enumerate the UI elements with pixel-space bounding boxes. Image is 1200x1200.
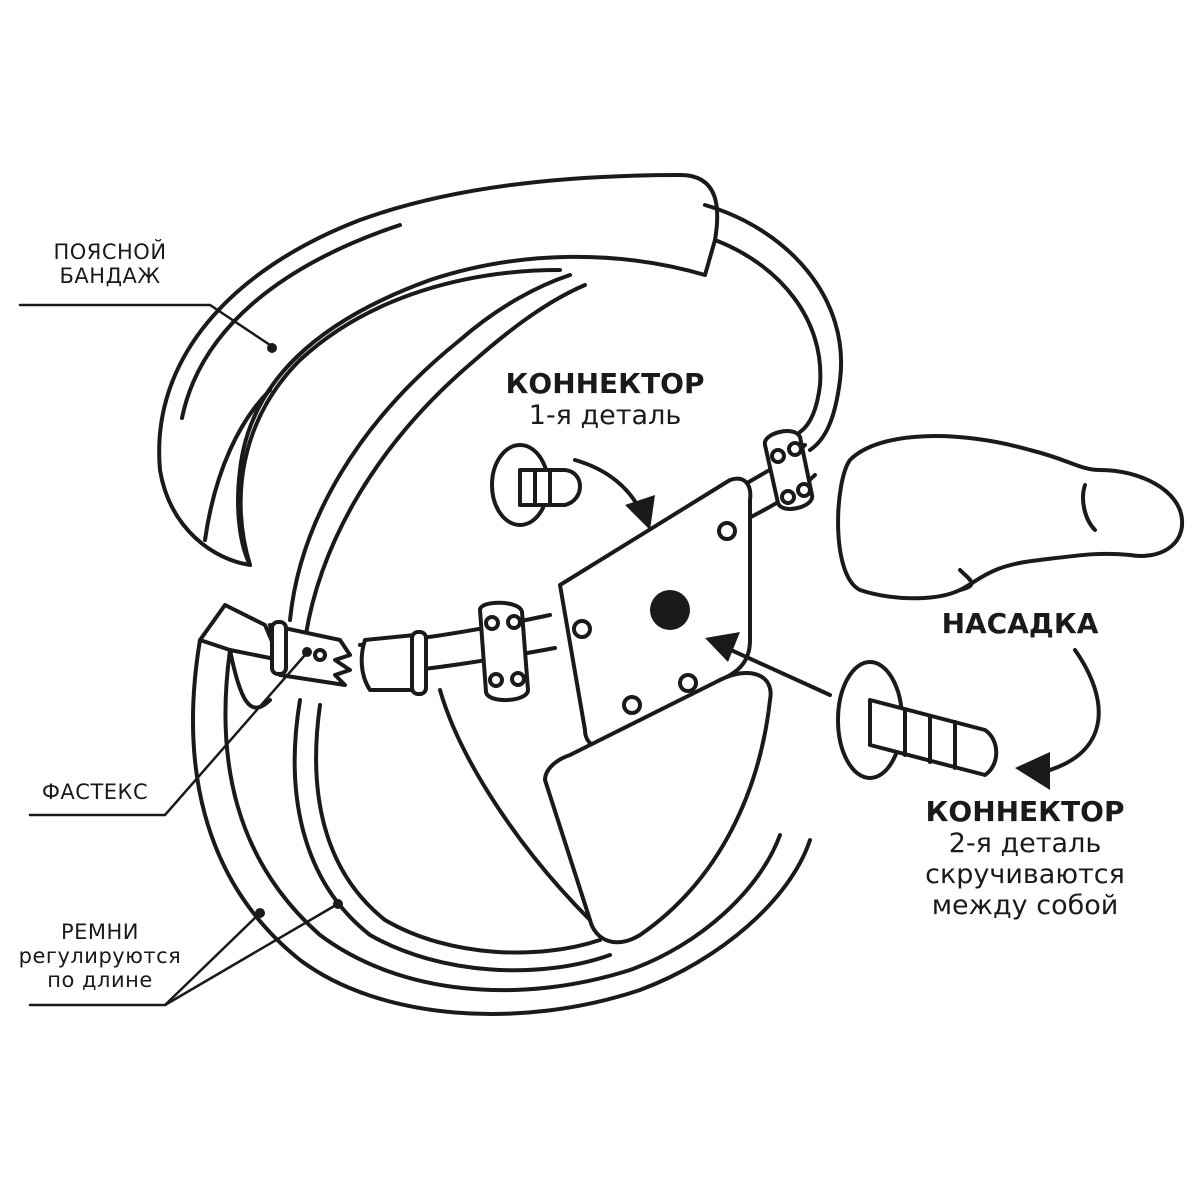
label-attachment-text: НАСАДКА [941,607,1099,640]
label-waist-bandage-line-1: ПОЯСНОЙ [53,240,167,264]
label-waist-bandage: ПОЯСНОЙ БАНДАЖ [20,240,200,288]
label-connector-2-line-2: скручиваются [925,859,1125,891]
connector-part-2 [836,660,999,780]
leader-waist-bandage [18,303,277,353]
label-connector-2: КОННЕКТОР 2-я деталь скручиваются между … [900,795,1150,922]
label-connector-2-line-3: между собой [931,890,1119,922]
label-connector-1-title: КОННЕКТОР [505,367,705,400]
connector-socket-icon [650,590,690,630]
inner-strap-diagonal [288,273,572,622]
arrow-attachment [1015,648,1101,790]
waist-belt-right [703,203,844,452]
label-connector-2-line-1: 2-я деталь [948,828,1102,860]
leg-strap-outer [191,638,812,1016]
connector-part-1 [490,443,582,527]
left-strap [198,603,282,662]
label-connector-2-title: КОННЕКТОР [925,795,1125,828]
connector-plate [558,476,753,750]
label-straps-line-2: регулируются [18,944,182,969]
label-waist-bandage-line-2: БАНДАЖ [59,264,161,289]
leg-strap-outer-inner-edge [223,648,782,993]
label-straps: РЕМНИ регулируются по длине [10,920,190,992]
leader-straps [28,899,343,1007]
label-fastex-text: ФАСТЕКС [41,780,149,804]
label-connector-1: КОННЕКТОР 1-я деталь [490,367,720,432]
fastex-buckle [268,620,428,696]
strap-slider-right [763,429,814,511]
label-connector-1-sub: 1-я деталь [528,400,682,432]
strap-slider-left [478,600,530,703]
arrow-to-socket [705,632,832,697]
attachment-shape [836,434,1185,601]
front-pouch [543,670,773,945]
label-fastex: ФАСТЕКС [20,780,170,804]
label-straps-line-1: РЕМНИ [60,920,140,944]
arrow-connector-1 [573,458,655,530]
leg-strap-inner [292,698,612,973]
label-attachment: НАСАДКА [925,607,1115,640]
label-straps-line-3: по длине [47,968,153,993]
leader-fastex [28,647,312,817]
